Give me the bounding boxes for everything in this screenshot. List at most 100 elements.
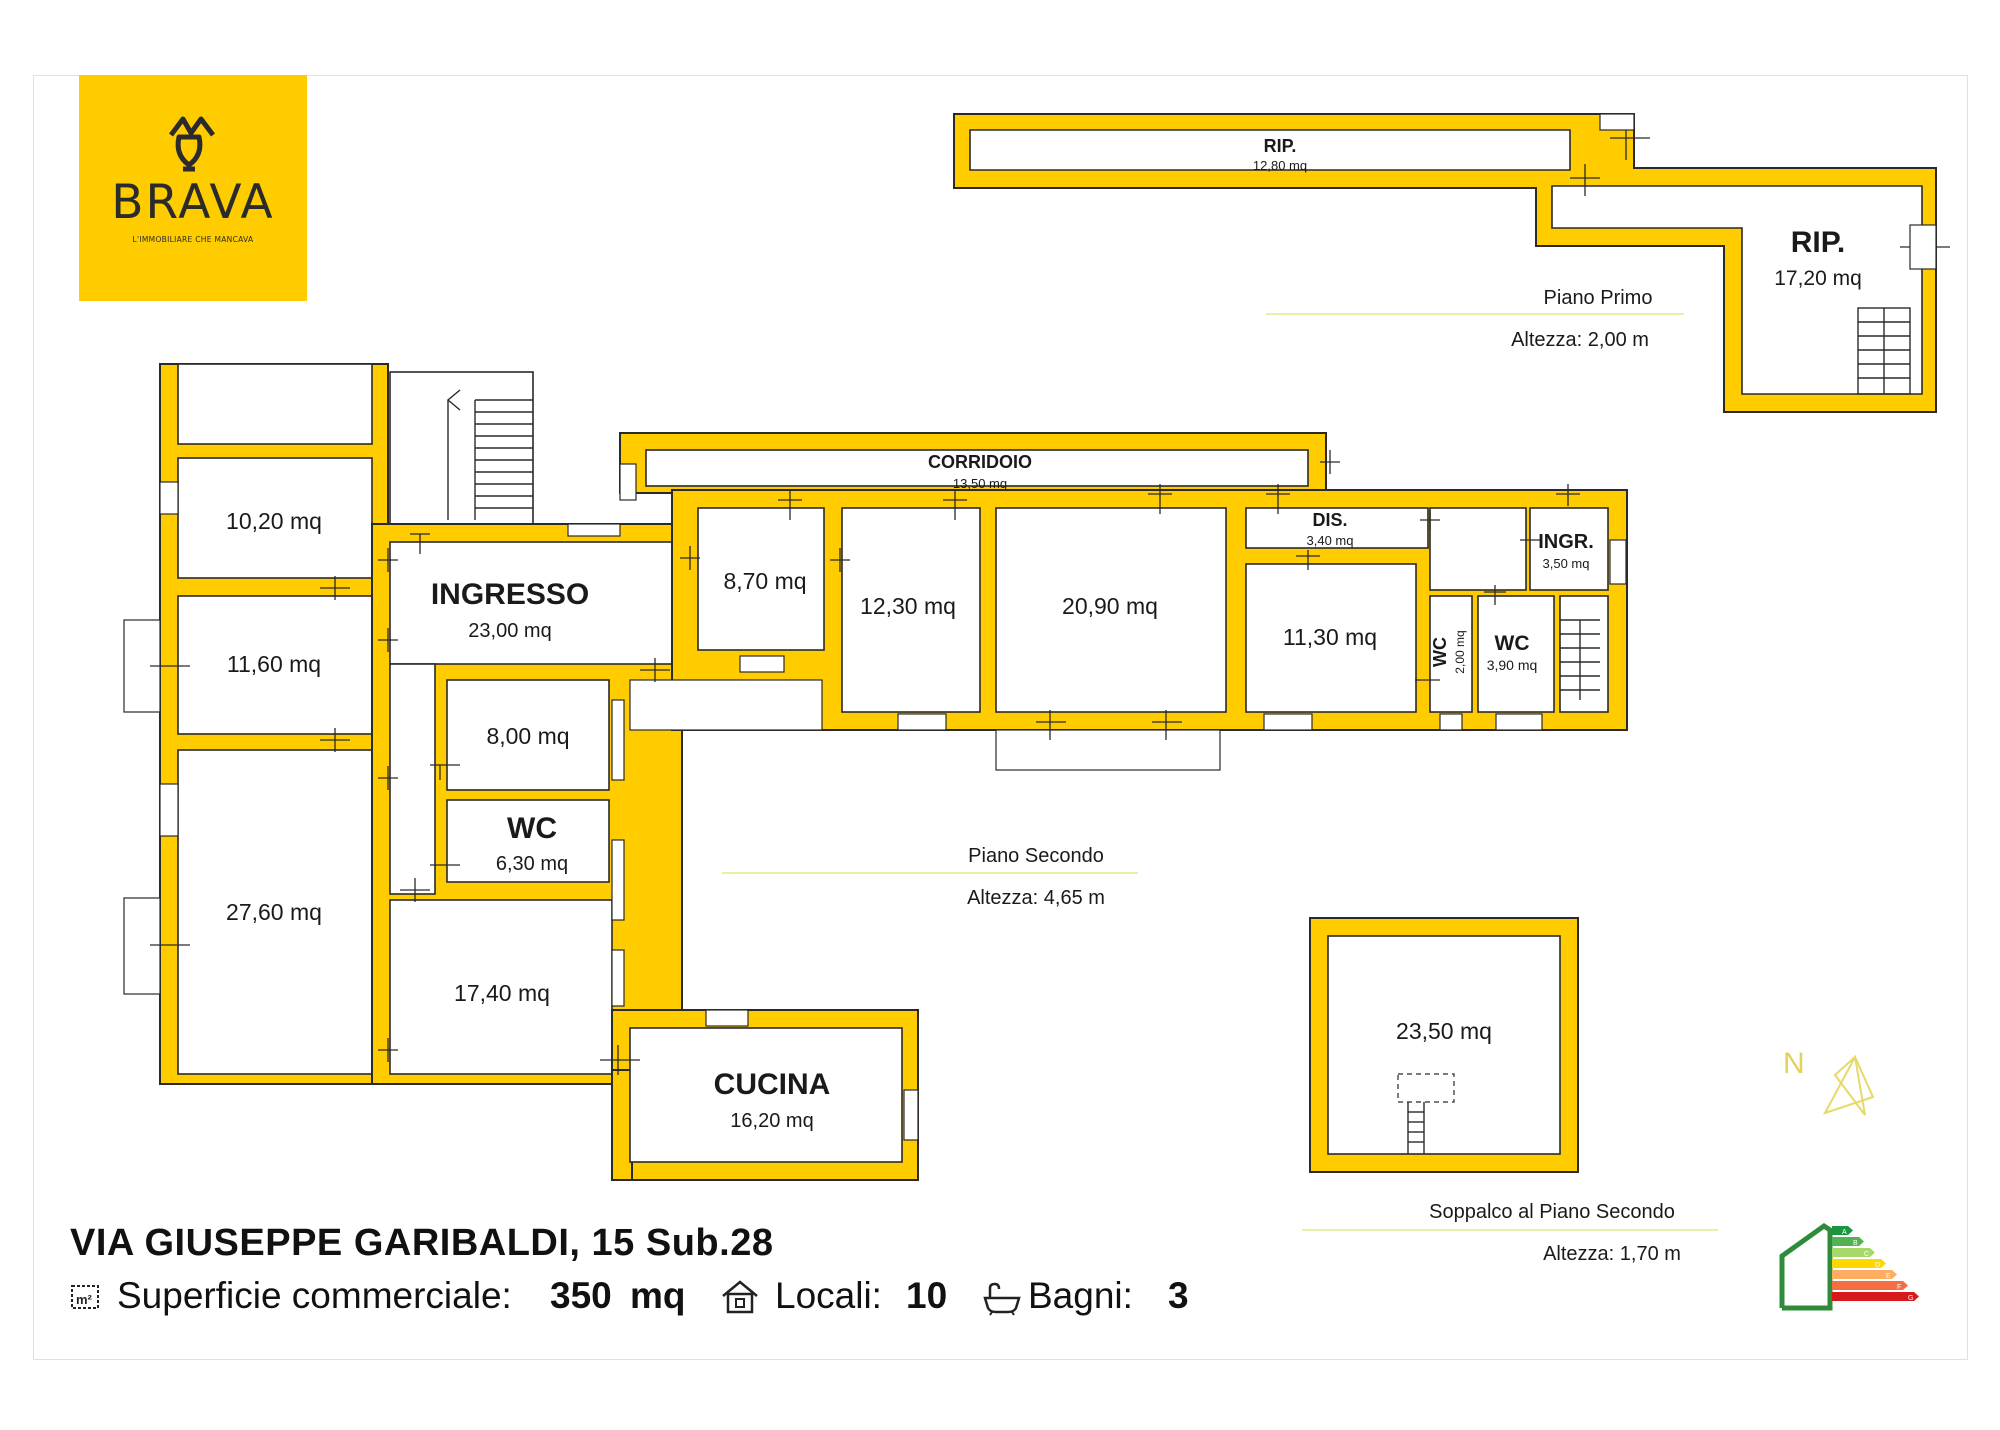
- label-dis-area: 3,40 mq: [1307, 533, 1354, 548]
- wall-cucina-inner: [611, 1069, 633, 1181]
- label-soppalco-area: 23,50 mq: [1396, 1018, 1492, 1044]
- energy-label-d: D: [1875, 1262, 1880, 1269]
- label-27-60: 27,60 mq: [226, 899, 322, 925]
- window: [1263, 713, 1313, 731]
- room-soppalco: [1327, 935, 1561, 1155]
- window: [159, 783, 179, 837]
- label-piano-secondo: Piano Secondo: [968, 845, 1104, 867]
- logo-tagline: L'IMMOBILIARE CHE MANCAVA: [132, 235, 254, 244]
- surface-label: Superficie commerciale:: [117, 1275, 512, 1316]
- energy-bar-f: [1832, 1281, 1908, 1290]
- room-8-00: [446, 679, 610, 791]
- window: [1439, 713, 1463, 731]
- first-floor: [953, 113, 1950, 413]
- label-cucina: CUCINA: [714, 1068, 831, 1101]
- room-cucina: [629, 1027, 903, 1163]
- room-wc-2: [1429, 595, 1473, 713]
- room-wc-3: [1477, 595, 1555, 713]
- label-rip-2: RIP.: [1791, 226, 1845, 259]
- baths-label: Bagni:: [1028, 1275, 1133, 1316]
- label-8-70: 8,70 mq: [723, 568, 806, 594]
- room-dis: [1245, 507, 1429, 549]
- svg-text:m²: m²: [76, 1292, 93, 1307]
- floor-labels: Piano Primo Altezza: 2,00 m Piano Second…: [967, 287, 1681, 1265]
- rooms-value: 10: [906, 1275, 948, 1316]
- door-markers: [150, 450, 1580, 1075]
- label-dis: DIS.: [1312, 510, 1347, 530]
- energy-label-e: E: [1886, 1273, 1891, 1280]
- window: [611, 839, 625, 921]
- room-8-70: [697, 507, 825, 651]
- balcony: [995, 729, 1221, 771]
- energy-label-f: F: [1897, 1284, 1901, 1291]
- label-12-30: 12,30 mq: [860, 593, 956, 619]
- surface-value: 350: [550, 1275, 612, 1316]
- compass-letter: N: [1783, 1047, 1805, 1080]
- room-ingresso: [389, 541, 673, 665]
- stairs-east: [1560, 619, 1600, 700]
- room-rip-2: [1551, 185, 1923, 395]
- energy-bar-g: [1832, 1292, 1919, 1301]
- window: [123, 897, 161, 995]
- label-ingr-area: 3,50 mq: [1543, 556, 1590, 571]
- label-soppalco: Soppalco al Piano Secondo: [1429, 1201, 1675, 1223]
- room-ingr: [1529, 507, 1609, 591]
- energy-bar-d: [1832, 1259, 1886, 1268]
- window: [611, 699, 625, 781]
- label-altezza-primo: Altezza: 2,00 m: [1511, 329, 1649, 351]
- baths-value: 3: [1168, 1275, 1189, 1316]
- mezzanine: [1309, 917, 1579, 1173]
- room-11-30: [1245, 563, 1417, 713]
- window: [897, 713, 947, 731]
- ladder: [1407, 1102, 1425, 1154]
- label-corridoio: CORRIDOIO: [928, 452, 1032, 472]
- room-27-60: [177, 749, 373, 1075]
- energy-label-g: G: [1908, 1295, 1913, 1302]
- energy-bar-b: [1832, 1237, 1864, 1246]
- label-piano-primo: Piano Primo: [1544, 287, 1653, 309]
- window: [567, 523, 621, 537]
- label-rip-1: RIP.: [1264, 136, 1297, 156]
- compass-icon: N: [1783, 1047, 1875, 1116]
- label-8-00: 8,00 mq: [486, 723, 569, 749]
- stairs-primo: [1857, 307, 1911, 395]
- stairs: [446, 389, 533, 520]
- energy-bar-a: [1832, 1226, 1853, 1235]
- window: [159, 481, 179, 515]
- window: [903, 1089, 919, 1141]
- label-11-60: 11,60 mq: [227, 651, 321, 677]
- west-open-area: [177, 363, 373, 445]
- room-10-20: [177, 457, 373, 579]
- label-wc-3: WC: [1495, 632, 1530, 655]
- bathtub-icon: [983, 1282, 1021, 1316]
- label-cucina-area: 16,20 mq: [730, 1110, 813, 1132]
- room-rip-1: [969, 129, 1571, 171]
- room-labels: 10,20 mq 11,60 mq 27,60 mq INGRESSO 23,0…: [226, 136, 1862, 1132]
- window: [739, 655, 785, 673]
- main-floor: [123, 363, 1628, 1181]
- brava-logo: BRAVA L'IMMOBILIARE CHE MANCAVA: [79, 75, 307, 301]
- label-altezza-secondo: Altezza: 4,65 m: [967, 887, 1105, 909]
- label-rip-1-area: 12,80 mq: [1253, 158, 1307, 173]
- energy-label-a: A: [1842, 1229, 1847, 1236]
- energy-bar-c: [1832, 1248, 1875, 1257]
- label-10-20: 10,20 mq: [226, 508, 322, 534]
- room-17-40: [389, 899, 613, 1075]
- label-corridoio-area: 13,50 mq: [953, 476, 1007, 491]
- label-rip-2-area: 17,20 mq: [1774, 267, 1862, 290]
- label-wc-2-area: 2,00 mq: [1453, 630, 1467, 673]
- stair-east: [1559, 595, 1609, 713]
- energy-label-c: C: [1864, 1251, 1869, 1258]
- window: [1609, 539, 1627, 585]
- label-wc-3-area: 3,90 mq: [1487, 657, 1538, 673]
- label-ingr: INGR.: [1538, 531, 1594, 553]
- crown-icon: [169, 116, 215, 172]
- energy-label-b: B: [1853, 1240, 1858, 1247]
- label-20-90: 20,90 mq: [1062, 593, 1158, 619]
- room-hall-e: [1429, 507, 1527, 591]
- window: [705, 1009, 749, 1027]
- window: [1495, 713, 1543, 731]
- energy-bar-e: [1832, 1270, 1897, 1279]
